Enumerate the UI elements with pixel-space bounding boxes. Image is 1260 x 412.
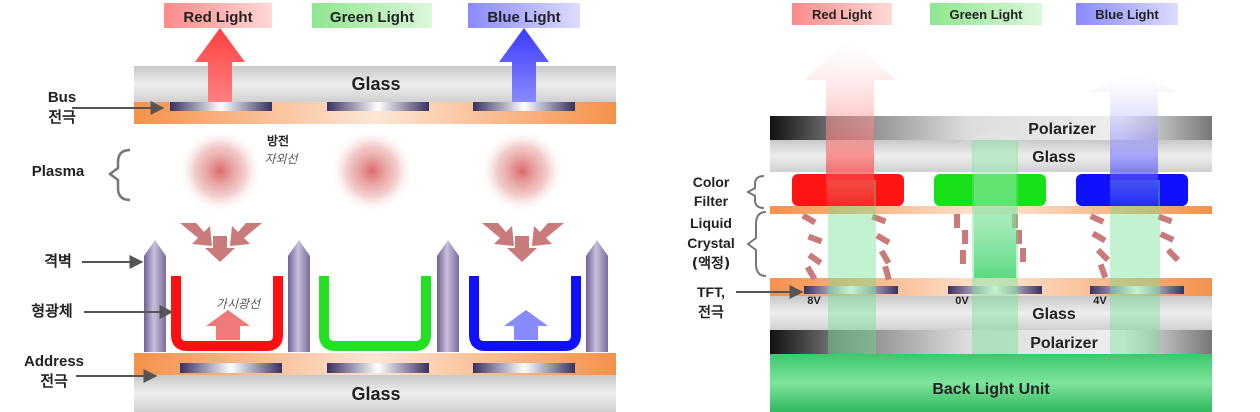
lcd-tft-label: TFT, <box>697 284 725 300</box>
pdp-visible-light-arrow-blue <box>504 310 548 340</box>
lcd-green-light-beam <box>956 130 1030 278</box>
lcd-bottom-glass <box>770 296 1212 330</box>
lcd-bottom-polarizer-label: Polarizer <box>1030 335 1098 352</box>
lcd-liquid-crystal-bracket <box>746 211 767 277</box>
lcd-tft-label-kr: 전극 <box>698 304 724 321</box>
lcd-backlight-unit <box>770 354 1212 412</box>
lcd-bottom-glass-label: Glass <box>1032 306 1076 323</box>
lcd-bottom-polarizer <box>770 330 1212 354</box>
svg-text:Green Light: Green Light <box>950 7 1024 22</box>
pdp-address-electrode <box>473 363 575 373</box>
pdp-blue-light-arrow <box>499 28 549 102</box>
pdp-plasma-glow <box>330 129 414 213</box>
svg-text:Red Light: Red Light <box>183 9 252 26</box>
lcd-diagram: Red Light Green Light Blue Light Back Li… <box>687 3 1212 412</box>
lcd-liquid-crystal-label-kr: (액정) <box>692 255 731 272</box>
pdp-bus-electrode <box>473 102 575 111</box>
pdp-top-glass-label: Glass <box>351 74 400 94</box>
lcd-top-polarizer-label: Polarizer <box>1028 121 1096 138</box>
pdp-address-label: Address <box>24 353 84 370</box>
pdp-bus-electrode <box>327 102 429 111</box>
lcd-tft-electrode <box>948 286 1042 294</box>
pdp-address-electrode <box>327 363 429 373</box>
lcd-color-filter-label-2: Filter <box>694 193 729 209</box>
svg-text:Red Light: Red Light <box>812 7 873 22</box>
pdp-uv-arrows <box>180 223 564 262</box>
svg-text:Blue Light: Blue Light <box>487 9 560 26</box>
pdp-red-phosphor <box>171 276 283 351</box>
pdp-address-electrode <box>180 363 282 373</box>
pdp-address-label-kr: 전극 <box>40 372 68 390</box>
lcd-color-filter-label: Color <box>693 174 730 190</box>
lcd-voltage-label: 0V <box>955 295 969 307</box>
pdp-bus-label: Bus <box>48 89 76 106</box>
pdp-bus-label-kr: 전극 <box>48 108 76 126</box>
pdp-barrier-rib <box>288 240 310 352</box>
lcd-liquid-crystal-label: Liquid <box>690 215 732 231</box>
lcd-tft-electrode <box>1090 286 1184 294</box>
pdp-barrier-rib <box>437 240 459 352</box>
svg-text:Green Light: Green Light <box>330 9 414 26</box>
pdp-bottom-glass <box>134 375 616 412</box>
pdp-barrier-rib <box>586 240 608 352</box>
lcd-voltage-label: 4V <box>1093 295 1107 307</box>
pdp-plasma-label: Plasma <box>32 163 85 180</box>
lcd-liquid-crystal-label-2: Crystal <box>687 235 734 251</box>
pdp-uv-label: 자외선 <box>264 152 299 166</box>
pdp-bottom-glass-label: Glass <box>351 384 400 404</box>
pdp-visible-light-arrow-red <box>206 310 250 340</box>
lcd-blue-light-tab: Blue Light <box>1076 3 1178 25</box>
lcd-blue-light-beam <box>1088 72 1178 206</box>
lcd-voltage-label: 8V <box>807 295 821 307</box>
svg-text:Blue Light: Blue Light <box>1095 7 1159 22</box>
pdp-green-light-tab: Green Light <box>312 3 432 28</box>
pdp-phosphor-label: 형광체 <box>31 302 72 320</box>
pdp-barrier-label: 격벽 <box>44 252 72 270</box>
pdp-plasma-bracket <box>107 148 131 202</box>
pdp-plasma-glow <box>480 129 564 213</box>
pdp-blue-light-tab: Blue Light <box>468 3 580 28</box>
lcd-tft-electrode <box>804 286 898 294</box>
lcd-green-light-tab: Green Light <box>930 3 1042 25</box>
lcd-top-glass-label: Glass <box>1032 149 1076 166</box>
pdp-bus-electrode <box>170 102 272 111</box>
lcd-color-filter-bracket <box>745 175 765 209</box>
pdp-red-light-arrow <box>195 28 245 102</box>
lcd-backlight-label: Back Light Unit <box>932 381 1050 398</box>
pdp-discharge-label: 방전 <box>267 133 289 148</box>
pdp-barrier-rib <box>144 240 166 352</box>
pdp-diagram: Red Light Green Light Blue Light Glass 방… <box>24 3 616 412</box>
pdp-green-phosphor <box>319 276 431 351</box>
lcd-red-light-tab: Red Light <box>792 3 892 25</box>
pdp-plasma-glow <box>178 129 262 213</box>
lcd-red-light-beam <box>804 38 896 206</box>
pdp-blue-phosphor <box>469 276 581 351</box>
pdp-red-light-tab: Red Light <box>164 3 272 28</box>
pdp-visible-light-label: 가시광선 <box>216 297 262 311</box>
